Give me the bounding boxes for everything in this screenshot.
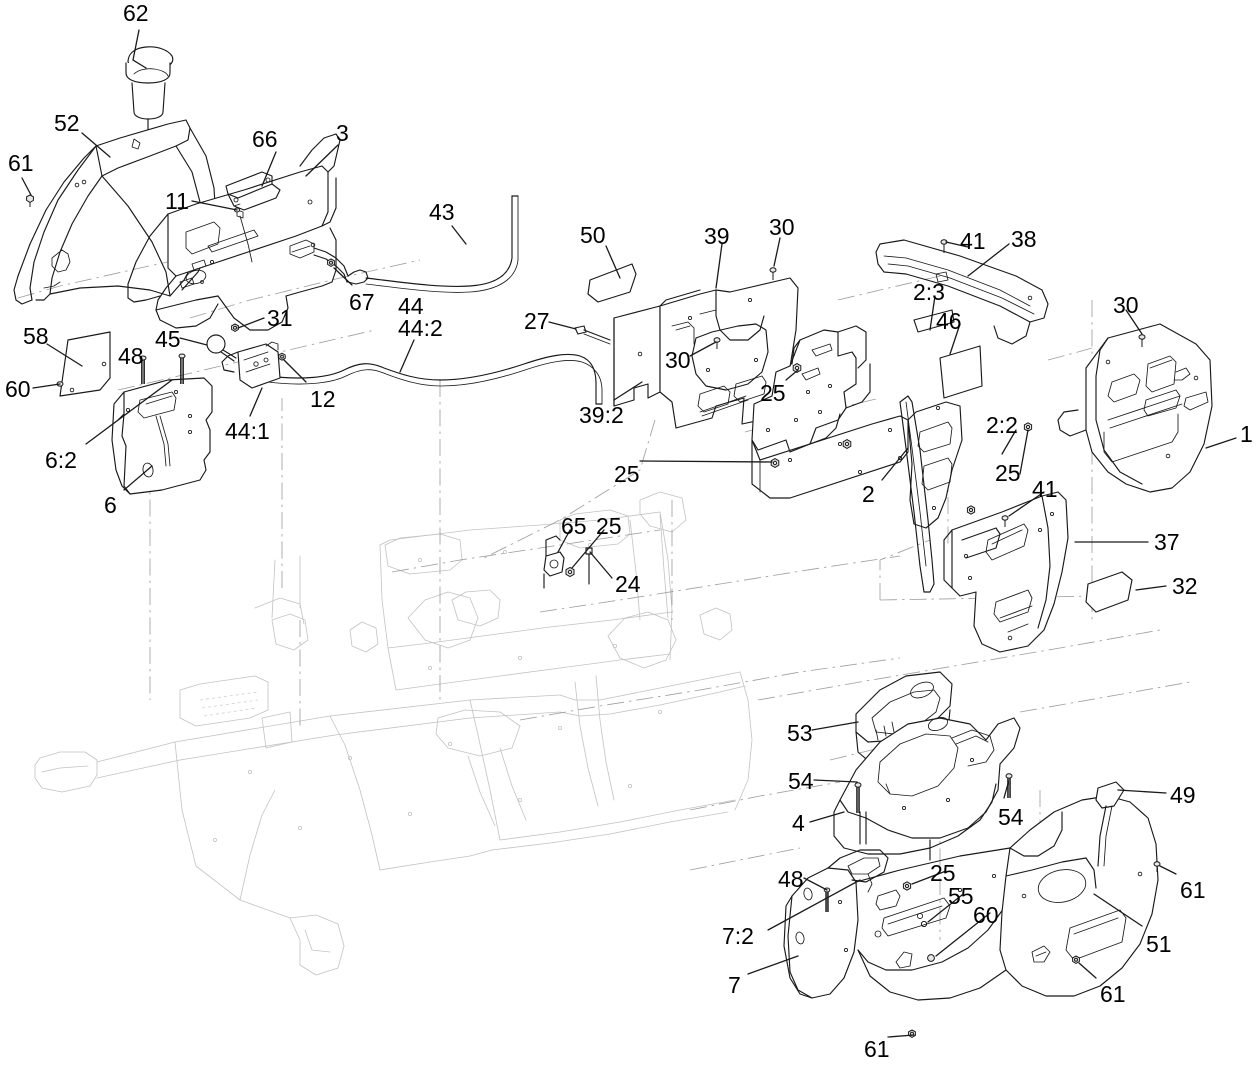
part-2-2-strip [899,395,935,593]
callout-41-b: 41 [1032,476,1058,502]
callout-2-2: 2:2 [986,412,1018,438]
callout-65: 65 [561,513,587,539]
callout-38: 38 [1011,226,1037,252]
callout-39: 39 [704,223,730,249]
callout-37: 37 [1154,529,1180,555]
part-41-lower-bracket [961,527,1001,559]
callout-43: 43 [429,199,455,225]
callout-45: 45 [155,326,181,352]
part-51-right-rear-fender [999,781,1159,997]
callout-44: 44 [398,293,424,319]
part-38-upper-trim-rail [875,239,1049,345]
part-7-left-rear-fender [783,849,889,999]
callout-44-1: 44:1 [225,418,270,444]
callout-7-2: 7:2 [722,923,754,949]
phantom-assembly-lines [17,247,1191,940]
part-50-decal [587,263,637,303]
part-46-decal [939,345,983,399]
callout-30-b: 30 [665,347,691,373]
callout-25-d: 25 [596,513,622,539]
part-1-right-side-panel [1057,323,1213,493]
callout-54-a: 54 [788,768,814,794]
callout-41-a: 41 [960,228,986,254]
part-4-rear-shroud [833,716,1021,861]
part-2-center-support-bracket [751,325,963,529]
callout-11: 11 [165,188,189,214]
callout-27: 27 [524,308,550,334]
callout-54-b: 54 [998,804,1024,830]
callout-61-a: 61 [8,150,34,176]
ghost-chassis-frame [34,491,753,976]
callout-24: 24 [615,571,641,597]
callout-58: 58 [23,323,49,349]
callout-25-e: 25 [930,860,956,886]
callout-55: 55 [948,883,974,909]
callout-32: 32 [1172,573,1198,599]
callout-6: 6 [104,492,117,518]
part-6-left-lower-panel [111,377,213,495]
callout-61-c: 61 [1100,981,1126,1007]
callout-12: 12 [310,386,336,412]
callout-2: 2 [862,481,875,507]
callout-62: 62 [123,0,149,26]
callout-61-b: 61 [1180,877,1206,903]
part-66-handle [225,171,281,211]
callout-30-c: 30 [1113,292,1139,318]
callout-46: 46 [936,308,962,334]
part-62-cup-holder [125,46,174,149]
part-32-decal [1085,571,1133,613]
callout-44-2: 44:2 [398,315,443,341]
callout-25-a: 25 [760,380,786,406]
callout-1: 1 [1240,421,1253,447]
callout-31: 31 [267,305,293,331]
callout-39-2: 39:2 [579,402,624,428]
callout-7: 7 [728,972,741,998]
leader-lines [21,29,1237,1038]
part-43-control-cable [365,195,519,293]
callout-30-a: 30 [769,214,795,240]
callout-2-3: 2:3 [913,279,945,305]
callout-25-b: 25 [614,461,640,487]
callout-53: 53 [787,720,813,746]
callout-51: 51 [1146,931,1172,957]
callout-48-a: 48 [118,343,144,369]
callout-6-2: 6:2 [45,447,77,473]
callout-60-b: 60 [973,902,999,928]
part-44-throttle-cable [206,334,603,405]
callout-60-a: 60 [5,376,31,402]
callout-66: 66 [252,126,278,152]
callout-52: 52 [54,110,80,136]
callout-67: 67 [349,289,375,315]
callout-48-b: 48 [778,866,804,892]
callout-50: 50 [580,222,606,248]
part-58-decal [59,331,111,397]
part-37-right-rear-bracket [943,491,1069,653]
part-65-bushing-and-24-pin [543,535,593,589]
part-3-console-housing [127,133,369,331]
part-2-3-decal [913,309,955,333]
callout-25-c: 25 [995,460,1021,486]
callout-61-d: 61 [864,1036,890,1062]
part-39-2-and-27 [574,305,661,407]
callout-4: 4 [792,810,805,836]
callout-49: 49 [1170,782,1196,808]
callout-3: 3 [336,120,349,146]
